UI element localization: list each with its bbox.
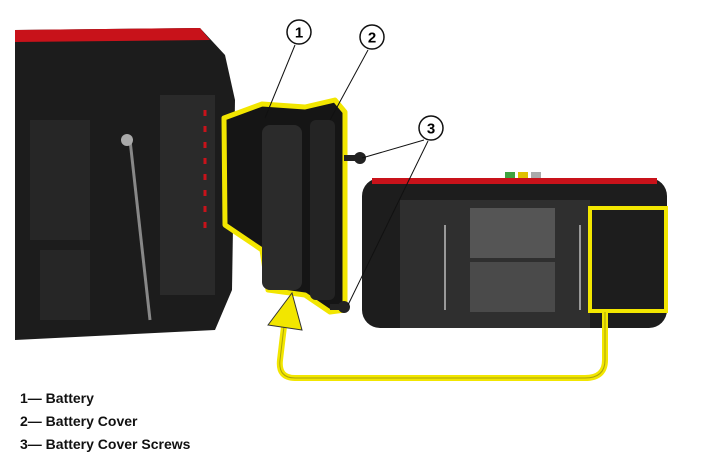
callout-1: 1 (286, 19, 312, 45)
battery-cover-screws (330, 152, 366, 313)
leader-lines (264, 44, 429, 306)
scan-tool-back-view (362, 172, 668, 328)
callout-2: 2 (359, 24, 385, 50)
battery-and-cover (221, 97, 348, 315)
legend-item-battery-cover-screws: 3— Battery Cover Screws (20, 436, 191, 452)
svg-text:2: 2 (368, 30, 376, 47)
placement-arrow (267, 291, 608, 381)
callout-3: 3 (418, 115, 444, 141)
legend-item-battery-cover: 2— Battery Cover (20, 413, 138, 429)
svg-text:1: 1 (295, 25, 303, 42)
svg-text:3: 3 (427, 121, 435, 138)
scan-tool-side-view (15, 28, 235, 340)
legend-item-battery: 1— Battery (20, 390, 94, 406)
